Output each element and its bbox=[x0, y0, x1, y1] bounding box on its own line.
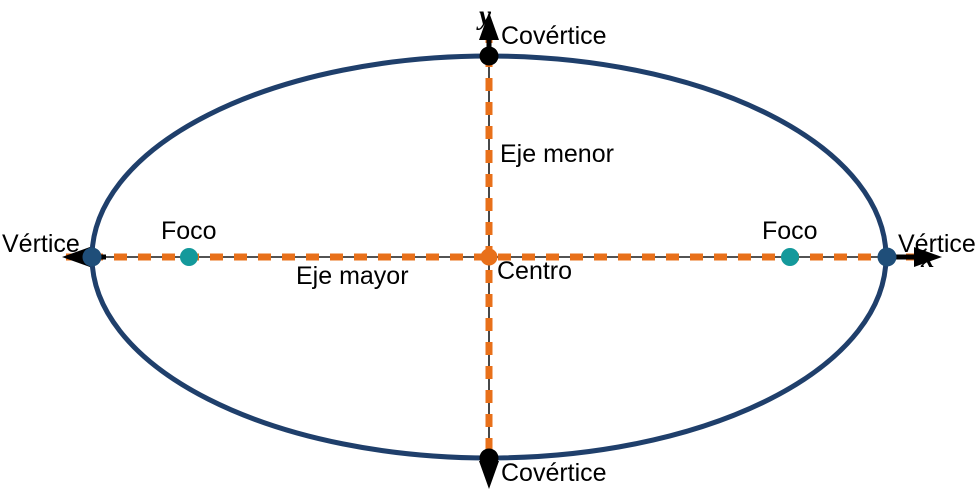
x-axis-left-arrowhead bbox=[62, 247, 90, 267]
center-point bbox=[480, 248, 498, 266]
label-axis-y: y bbox=[479, 0, 491, 30]
label-axis-x: x bbox=[921, 243, 935, 273]
covertex-point-bottom bbox=[479, 448, 499, 468]
focus-point-left bbox=[180, 248, 198, 266]
vertex-point-left bbox=[82, 247, 102, 267]
label-vertice-left: Vértice bbox=[2, 230, 80, 258]
covertex-point-top bbox=[479, 46, 499, 66]
label-covertice-bottom: Covértice bbox=[501, 459, 607, 487]
label-foco-left: Foco bbox=[161, 217, 217, 245]
label-eje-mayor: Eje mayor bbox=[296, 262, 409, 290]
label-covertice-top: Covértice bbox=[501, 22, 607, 50]
label-eje-menor: Eje menor bbox=[500, 140, 614, 168]
label-centro: Centro bbox=[497, 257, 573, 285]
vertex-point-right bbox=[877, 247, 897, 267]
label-vertice-right: Vértice bbox=[898, 230, 976, 258]
label-foco-right: Foco bbox=[762, 217, 818, 245]
focus-point-right bbox=[781, 248, 799, 266]
x-axis-right-arrowhead bbox=[914, 247, 942, 267]
